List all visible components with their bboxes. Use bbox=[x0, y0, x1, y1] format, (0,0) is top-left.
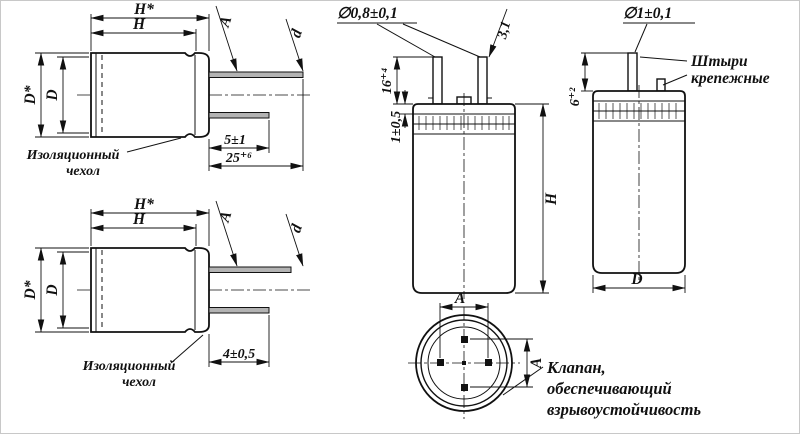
insulation-sleeve-label-line2: чехол bbox=[66, 164, 100, 179]
terminal-pin-right bbox=[477, 56, 488, 105]
dim-pin-diameter: ∅1±0,1 bbox=[623, 5, 672, 22]
mounting-pin-main bbox=[627, 52, 638, 92]
dim-h: H bbox=[132, 16, 146, 33]
radial-capacitor-mounting-view: ∅1±0,1 6⁺² D Штыри крепежные bbox=[568, 5, 770, 293]
dim-d-star: D* bbox=[22, 280, 39, 300]
fig2-dimension-lines bbox=[35, 200, 304, 367]
dim-lead-d: d bbox=[287, 27, 306, 40]
dim-d: D bbox=[44, 284, 61, 296]
fig4-dimension-lines bbox=[581, 22, 695, 293]
dim-d: D bbox=[44, 89, 61, 101]
dim-a: A bbox=[216, 14, 236, 30]
valve-label-line1: Клапан, bbox=[546, 358, 606, 377]
terminal-pin-left bbox=[432, 56, 443, 105]
pin-pad-bottom bbox=[461, 384, 468, 391]
center-mark bbox=[462, 361, 466, 365]
dim-4: 4±0,5 bbox=[222, 347, 255, 362]
lead-top bbox=[208, 266, 292, 273]
dim-h: H bbox=[543, 192, 560, 206]
dim-pin-diameter: ∅0,8±0,1 bbox=[337, 5, 398, 22]
dim-a-horizontal: A bbox=[454, 290, 465, 307]
mounting-pins-label-line2: крепежные bbox=[691, 70, 770, 87]
insulation-sleeve-label-line1: Изоляционный bbox=[26, 148, 120, 163]
insulation-sleeve-label-line1: Изоляционный bbox=[82, 359, 176, 374]
dim-a: A bbox=[216, 209, 236, 225]
dim-h-star: H* bbox=[133, 196, 154, 213]
pin-pad-top bbox=[461, 336, 468, 343]
dim-h-star: H* bbox=[133, 1, 154, 18]
dim-6: 6⁺² bbox=[568, 87, 583, 106]
axial-capacitor-view-2: H* H D* D A d 4±0,5 Изоляционный чехол bbox=[22, 196, 313, 390]
fig1-dimension-lines bbox=[35, 5, 304, 171]
pin-pad-left bbox=[437, 359, 444, 366]
dim-a-vertical: A bbox=[528, 358, 545, 369]
dim-d-star: D* bbox=[22, 85, 39, 105]
dim-3-1: 3,1 bbox=[495, 20, 514, 42]
lead-top bbox=[208, 71, 304, 78]
dim-25: 25⁺⁶ bbox=[225, 151, 252, 166]
capacitor-body bbox=[90, 52, 210, 138]
lead-bottom bbox=[208, 307, 270, 314]
dim-h: H bbox=[132, 211, 146, 228]
insulation-sleeve-label-line2: чехол bbox=[122, 375, 156, 390]
dim-5: 5±1 bbox=[224, 133, 246, 148]
fig3-dimension-lines bbox=[337, 8, 549, 294]
radial-capacitor-view: ∅0,8±0,1 3,1 16⁺⁴ 1±0,5 H A A Клапан, об… bbox=[337, 5, 701, 419]
capacitor-bottom-view bbox=[408, 303, 544, 419]
crimp-knurl bbox=[598, 103, 677, 119]
valve-label-line3: взрывоустойчивость bbox=[547, 400, 701, 419]
axial-capacitor-view-1: H* H D* D A d 5±1 25⁺⁶ Изоляционный чехо… bbox=[22, 1, 313, 179]
lead-bottom bbox=[208, 112, 270, 119]
valve-label-line2: обеспечивающий bbox=[547, 379, 672, 398]
pin-pad-right bbox=[485, 359, 492, 366]
capacitor-body bbox=[90, 247, 210, 333]
dim-16: 16⁺⁴ bbox=[380, 68, 395, 94]
crimp-knurl bbox=[418, 116, 510, 130]
dim-lead-d: d bbox=[287, 222, 306, 235]
dim-d: D bbox=[630, 271, 642, 288]
mounting-pins-label-line1: Штыри bbox=[690, 53, 748, 70]
dim-1: 1±0,5 bbox=[389, 111, 404, 143]
